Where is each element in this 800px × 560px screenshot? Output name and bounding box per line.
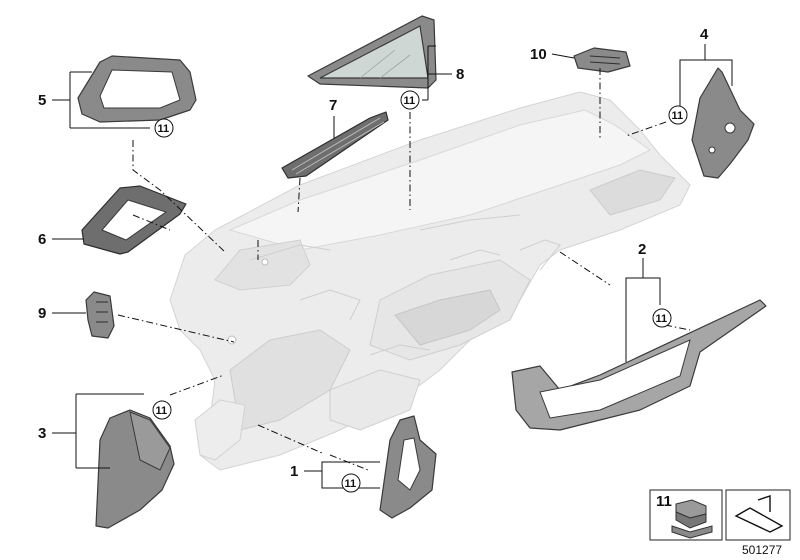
callout-2: 2 11 [625,241,672,362]
part-2-dashboard-trim-strip[interactable] [511,299,767,431]
legend-fastener-label: 11 [656,493,672,510]
part-1-center-console-trim[interactable] [379,415,437,519]
callout-3: 3 11 [38,393,172,469]
callout-3-number: 3 [38,425,46,442]
callout-3-fastener: 11 [156,405,168,417]
legend-view-box [725,489,791,541]
callout-6: 6 [38,231,84,248]
callout-4: 4 11 [668,26,733,125]
legend-fastener-box: 11 [649,489,723,541]
callout-9: 9 [38,305,86,322]
part-5-instrument-cluster-frame[interactable] [77,55,197,123]
callout-1-number: 1 [290,463,298,480]
assembly-lines [117,68,691,471]
part-3-side-cover-left[interactable] [95,409,175,529]
callout-2-number: 2 [638,241,646,258]
part-6-trim-frame[interactable] [81,185,187,255]
callout-5: 5 11 [38,71,174,138]
dashboard-body [169,91,691,471]
clip-icon [671,499,713,539]
callout-2-fastener: 11 [656,313,668,325]
diagram-reference-number: 501277 [742,543,782,557]
part-9-air-vent[interactable] [85,291,115,339]
callout-4-number: 4 [700,26,709,43]
callout-4-fastener: 11 [672,110,684,122]
part-8-tweeter-grille[interactable] [307,15,437,89]
callout-7: 7 [329,97,337,138]
callout-8: 8 11 [400,45,464,110]
callout-8-fastener: 11 [404,95,416,107]
callout-5-fastener: 11 [158,123,170,135]
callout-8-number: 8 [456,66,464,83]
callout-10-number: 10 [530,46,547,63]
shape-symbol-icon [734,495,784,533]
callout-5-number: 5 [38,92,46,109]
callout-1: 1 11 [290,461,380,493]
callout-10: 10 [530,46,575,63]
callout-6-number: 6 [38,231,46,248]
callout-7-number: 7 [329,97,337,114]
part-7-defroster-grille[interactable] [281,111,389,179]
part-10-vent-cover[interactable] [573,47,631,73]
part-4-side-cover-right[interactable] [691,67,755,179]
callout-9-number: 9 [38,305,46,322]
callout-1-fastener: 11 [345,478,357,490]
